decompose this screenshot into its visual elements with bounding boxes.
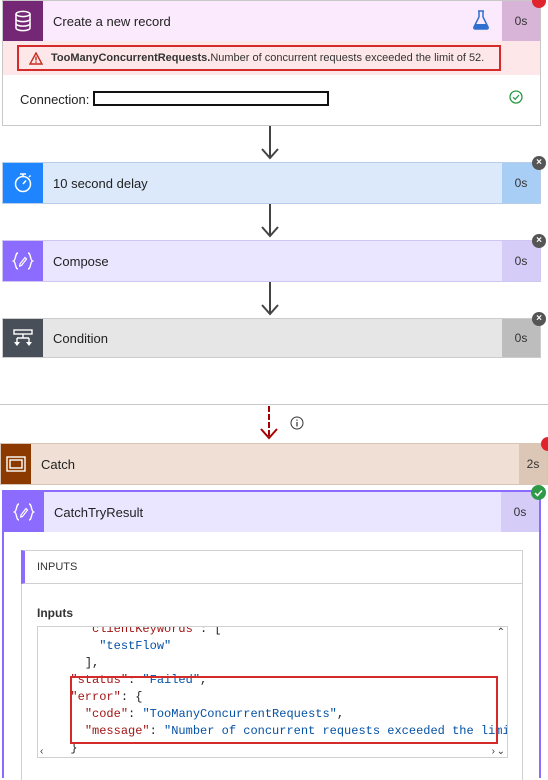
catch-card[interactable]: Catch 2s	[0, 443, 548, 485]
code-line: }	[70, 741, 78, 755]
warning-icon	[29, 51, 43, 65]
error-status-dot	[541, 437, 548, 451]
inputs-label: Inputs	[37, 606, 73, 620]
scroll-right-icon[interactable]: ›	[491, 746, 495, 757]
inputs-header-label: INPUTS	[37, 561, 78, 573]
compose-card[interactable]: Compose 0s	[2, 240, 541, 282]
code-line: ],	[84, 656, 100, 670]
close-icon[interactable]: ×	[532, 234, 546, 248]
inputs-section-header[interactable]: INPUTS	[21, 550, 523, 584]
delay-card[interactable]: 10 second delay 0s	[2, 162, 541, 204]
info-icon[interactable]	[290, 416, 304, 433]
scroll-up-icon[interactable]: ⌃	[496, 627, 505, 638]
code-line: "message": "Number of concurrent request…	[84, 724, 508, 738]
compose-title: Compose	[53, 253, 109, 269]
condition-icon	[3, 319, 43, 357]
delay-duration: 0s	[502, 163, 540, 203]
condition-card[interactable]: Condition 0s	[2, 318, 541, 358]
create-record-title: Create a new record	[53, 13, 171, 29]
error-code: TooManyConcurrentRequests.	[51, 52, 211, 64]
code-line: "clientKeywords": [	[84, 626, 222, 636]
connection-label: Connection:	[20, 92, 90, 107]
json-code-viewer[interactable]: "clientKeywords": [ "testFlow" ], "statu…	[37, 626, 508, 758]
check-circle-icon	[509, 90, 523, 107]
timer-icon	[3, 163, 43, 203]
compose-icon	[4, 492, 44, 532]
create-record-header[interactable]: Create a new record 0s	[3, 1, 540, 41]
catch-try-result-title: CatchTryResult	[54, 504, 144, 520]
error-message: Number of concurrent requests exceeded t…	[210, 52, 485, 64]
code-line: "code": "TooManyConcurrentRequests",	[84, 707, 345, 721]
delay-title: 10 second delay	[53, 175, 148, 191]
inputs-body-outline	[21, 584, 523, 780]
condition-duration: 0s	[502, 319, 540, 357]
arrow-head	[261, 148, 279, 160]
flask-icon[interactable]	[472, 9, 490, 33]
create-record-duration: 0s	[502, 1, 540, 41]
catch-title: Catch	[41, 456, 75, 472]
compose-duration: 0s	[502, 241, 540, 281]
connector-arrow	[269, 126, 271, 158]
arrow-head	[260, 428, 278, 440]
scope-icon	[1, 444, 31, 484]
error-highlight-box: TooManyConcurrentRequests. Number of con…	[17, 45, 501, 71]
error-status-dot	[532, 0, 546, 8]
code-lines: "clientKeywords": [ "testFlow" ], "statu…	[56, 626, 508, 757]
catch-try-result-duration: 0s	[501, 492, 539, 532]
code-line: "error": {	[70, 690, 143, 704]
close-icon[interactable]: ×	[532, 156, 546, 170]
catch-try-result-card[interactable]: CatchTryResult 0s INPUTS Inputs "clientK…	[2, 490, 541, 780]
scroll-left-icon[interactable]: ‹	[40, 746, 44, 757]
run-after-arrow	[268, 406, 270, 436]
database-icon	[3, 1, 43, 41]
connector-arrow	[269, 282, 271, 314]
code-line: "testFlow"	[99, 639, 172, 653]
condition-title: Condition	[53, 330, 108, 346]
arrow-head	[261, 226, 279, 238]
scroll-down-icon[interactable]: ⌄	[496, 746, 505, 757]
connection-value-field[interactable]	[93, 91, 329, 106]
error-json-highlight-box	[70, 676, 498, 744]
create-record-card[interactable]: Create a new record 0s TooManyConcurrent…	[2, 0, 541, 126]
success-status-icon	[531, 485, 546, 500]
compose-icon	[3, 241, 43, 281]
connector-arrow	[269, 204, 271, 236]
arrow-head	[261, 304, 279, 316]
close-icon[interactable]: ×	[532, 312, 546, 326]
catch-duration: 2s	[519, 444, 547, 484]
scope-container-top	[0, 404, 548, 405]
